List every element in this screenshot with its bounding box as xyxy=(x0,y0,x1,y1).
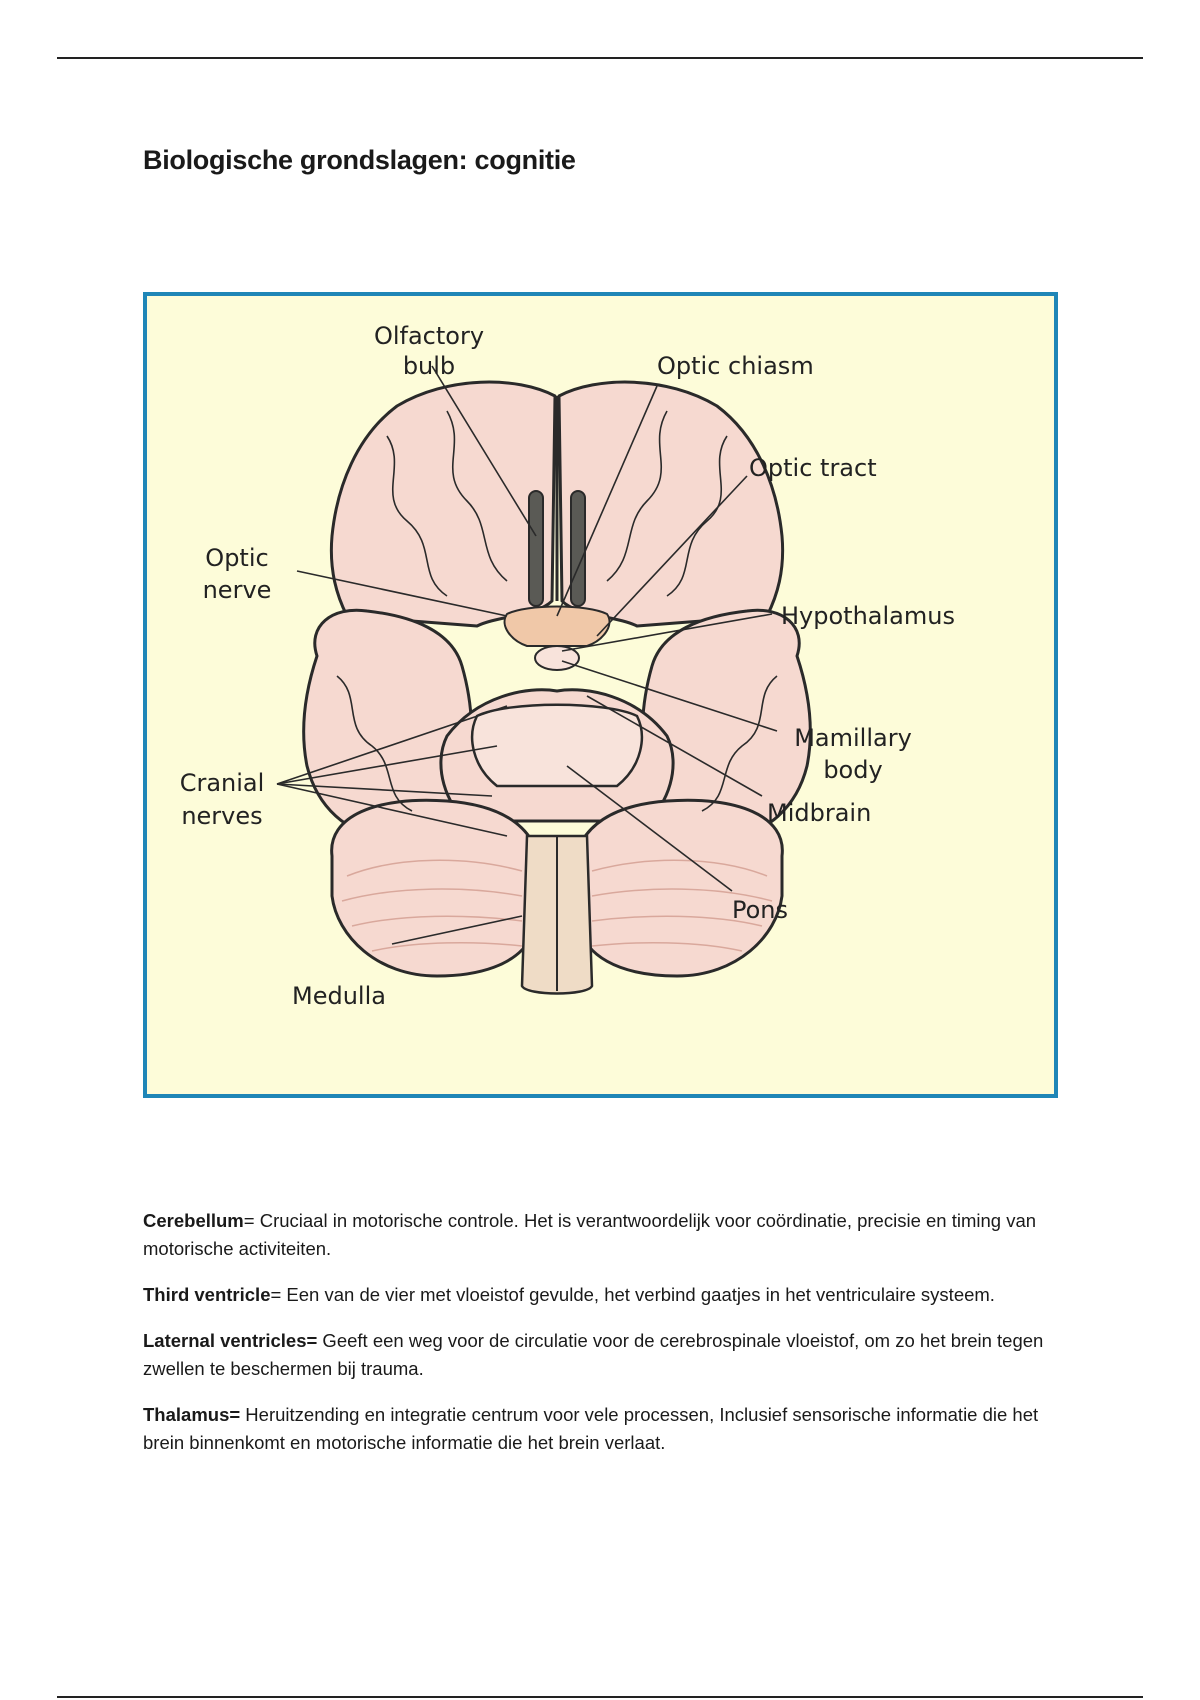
left-cerebellar-hemisphere xyxy=(330,798,534,978)
label-hypothalamus: Hypothalamus xyxy=(781,602,955,630)
definition-term: Cerebellum xyxy=(143,1210,244,1231)
label-cranial-nerves-line2: nerves xyxy=(181,802,262,830)
definitions-list: Cerebellum= Cruciaal in motorische contr… xyxy=(143,1207,1073,1475)
mamillary-body xyxy=(534,645,580,671)
leader-lines xyxy=(276,365,778,945)
brain-diagram: Olfactory bulb Optic chiasm Optic tract … xyxy=(180,322,955,1010)
definition-term: Third ventricle xyxy=(143,1284,271,1305)
label-optic-nerve-line2: nerve xyxy=(203,576,272,604)
label-optic-chiasm: Optic chiasm xyxy=(657,352,814,380)
left-olfactory-bulb xyxy=(528,490,544,607)
label-mamillary-body-line1: Mamillary xyxy=(794,724,912,752)
definition-cerebellum: Cerebellum= Cruciaal in motorische contr… xyxy=(143,1207,1073,1263)
brain-diagram-figure: Olfactory bulb Optic chiasm Optic tract … xyxy=(143,292,1058,1098)
label-olfactory-bulb-line1: Olfactory xyxy=(374,322,484,350)
label-mamillary-body-line2: body xyxy=(823,756,882,784)
label-olfactory-bulb-line2: bulb xyxy=(403,352,455,380)
definition-third-ventricle: Third ventricle= Een van de vier met vlo… xyxy=(143,1281,1073,1309)
definition-term: Thalamus= xyxy=(143,1404,241,1425)
label-pons: Pons xyxy=(732,896,788,924)
definition-text: = Cruciaal in motorische controle. Het i… xyxy=(143,1210,1037,1259)
definition-term: Laternal ventricles= xyxy=(143,1330,318,1351)
label-cranial-nerves-line1: Cranial xyxy=(180,769,265,797)
definition-thalamus: Thalamus= Heruitzending en integratie ce… xyxy=(143,1401,1073,1457)
left-frontal-lobe xyxy=(329,380,557,628)
pons xyxy=(470,703,644,788)
right-cerebellar-hemisphere xyxy=(580,798,784,978)
definition-text: Geeft een weg voor de circulatie voor de… xyxy=(143,1330,1044,1379)
label-midbrain: Midbrain xyxy=(767,799,871,827)
footer-rule xyxy=(57,1696,1143,1698)
cortical-gyri xyxy=(336,410,778,812)
definition-text: = Een van de vier met vloeistof gevulde,… xyxy=(270,1284,995,1305)
right-olfactory-bulb xyxy=(570,490,586,607)
definition-text: Heruitzending en integratie centrum voor… xyxy=(143,1404,1039,1453)
cerebellar-folia xyxy=(341,859,773,952)
label-medulla: Medulla xyxy=(292,982,386,1010)
hypothalamus xyxy=(503,605,611,647)
header-rule xyxy=(57,57,1143,59)
page-title: Biologische grondslagen: cognitie xyxy=(143,145,576,175)
label-optic-nerve-line1: Optic xyxy=(205,544,268,572)
right-frontal-lobe xyxy=(557,380,785,628)
label-optic-tract: Optic tract xyxy=(749,454,877,482)
definition-lateral-ventricles: Laternal ventricles= Geeft een weg voor … xyxy=(143,1327,1073,1383)
